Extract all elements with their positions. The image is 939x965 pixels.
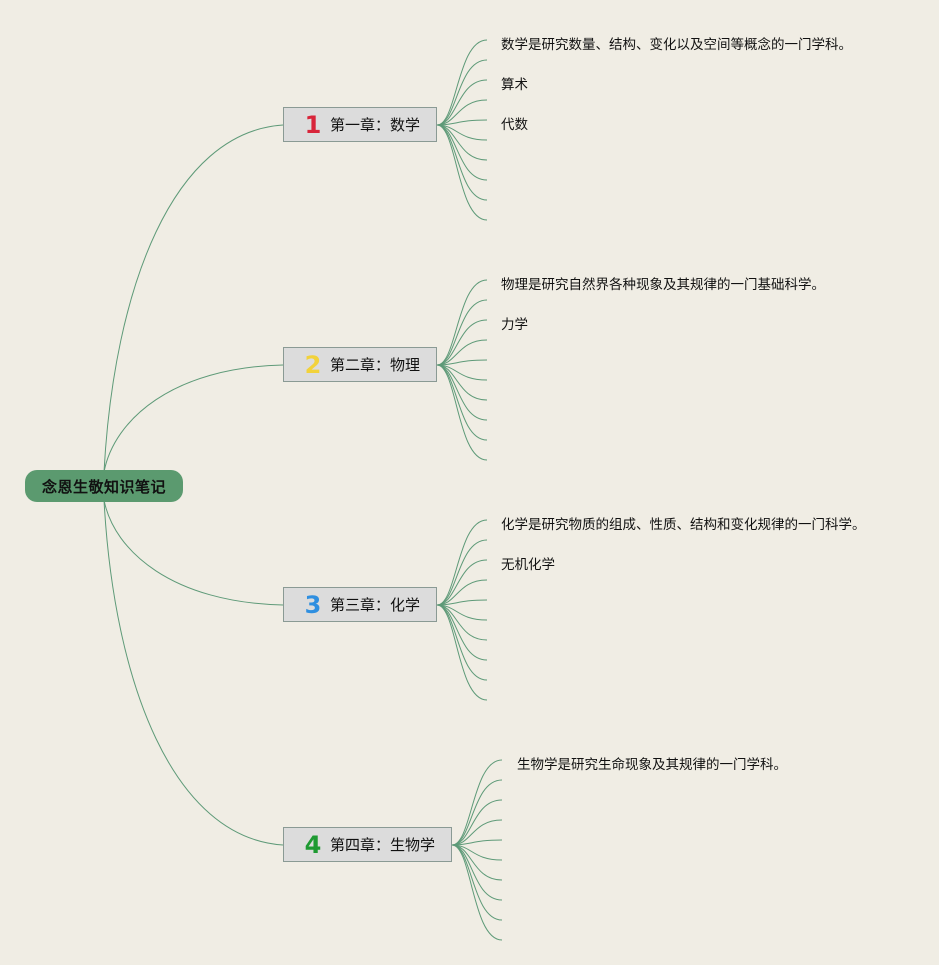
- chapter-node-3[interactable]: 3 第三章：化学: [283, 587, 437, 622]
- branch-connector: [451, 819, 503, 846]
- topic-item[interactable]: 算术: [501, 77, 528, 93]
- branch-connector: [451, 759, 503, 846]
- root-connector: [103, 124, 284, 473]
- branch-connector: [436, 99, 488, 126]
- chapter-node-1[interactable]: 1 第一章：数学: [283, 107, 437, 142]
- number-2-icon: 2: [304, 350, 322, 379]
- topic-item[interactable]: 物理是研究自然界各种现象及其规律的一门基础科学。: [501, 277, 825, 293]
- branch-connector: [436, 279, 488, 366]
- branch-connector: [436, 559, 488, 606]
- branch-connector: [436, 519, 488, 606]
- branch-connector: [436, 319, 488, 366]
- branch-connector: [451, 779, 503, 846]
- number-3-icon: 3: [304, 590, 322, 619]
- branch-connector: [436, 604, 488, 681]
- topic-item[interactable]: 数学是研究数量、结构、变化以及空间等概念的一门学科。: [501, 37, 852, 53]
- branch-connector: [436, 339, 488, 366]
- root-connector: [103, 499, 284, 606]
- branch-connector: [436, 124, 488, 221]
- branch-connector: [451, 844, 503, 881]
- branch-connector: [436, 364, 488, 401]
- branch-connector: [436, 39, 488, 126]
- root-connector: [103, 499, 284, 846]
- topic-item[interactable]: 生物学是研究生命现象及其规律的一门学科。: [517, 757, 787, 773]
- chapter-title: 第三章：化学: [330, 596, 421, 614]
- number-4-icon: 4: [304, 830, 322, 859]
- topic-item[interactable]: 化学是研究物质的组成、性质、结构和变化规律的一门科学。: [501, 517, 866, 533]
- branch-connector: [436, 59, 488, 126]
- branch-connector: [451, 799, 503, 846]
- branch-connector: [436, 579, 488, 606]
- branch-connector: [436, 604, 488, 701]
- branch-connector: [436, 539, 488, 606]
- topic-item[interactable]: 无机化学: [501, 557, 555, 573]
- topic-item[interactable]: 力学: [501, 317, 528, 333]
- root-title: 念恩生敬知识笔记: [41, 477, 166, 496]
- branch-connector: [436, 364, 488, 441]
- chapter-title: 第二章：物理: [330, 356, 421, 374]
- root-connector: [103, 364, 284, 473]
- root-node[interactable]: 念恩生敬知识笔记: [25, 470, 183, 502]
- chapter-title: 第一章：数学: [330, 116, 421, 134]
- branch-connector: [451, 844, 503, 921]
- branch-connector: [451, 844, 503, 941]
- branch-connector: [436, 124, 488, 201]
- branch-connector: [436, 364, 488, 461]
- chapter-node-4[interactable]: 4 第四章：生物学: [283, 827, 452, 862]
- branch-connector: [436, 79, 488, 126]
- topic-item[interactable]: 代数: [501, 117, 528, 133]
- branch-connector: [436, 299, 488, 366]
- number-1-icon: 1: [304, 110, 322, 139]
- branch-connector: [436, 604, 488, 641]
- branch-connector: [436, 124, 488, 161]
- chapter-title: 第四章：生物学: [330, 836, 436, 854]
- chapter-node-2[interactable]: 2 第二章：物理: [283, 347, 437, 382]
